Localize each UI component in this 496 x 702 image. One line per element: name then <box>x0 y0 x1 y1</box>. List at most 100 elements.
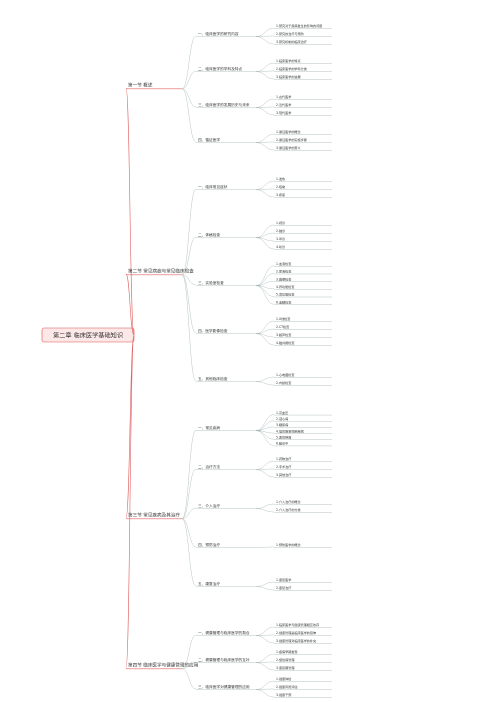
sub-item-label: 2.CT检查 <box>276 324 289 329</box>
item-sub-link <box>255 546 275 548</box>
sub-item-label: 1.古代医学 <box>276 94 291 99</box>
sub-item-label: 2.介入治疗的分类 <box>276 507 301 512</box>
sub-item-label: 2.内镜检查 <box>276 380 291 385</box>
sub-item-label: 2.临床医学的学科分类 <box>276 66 307 71</box>
item-label: 一、临床医学的研究内容 <box>198 31 239 36</box>
item-sub-link <box>255 142 275 151</box>
section-item-link <box>181 70 197 89</box>
item-sub-link <box>255 141 275 143</box>
item-sub-link <box>255 680 275 690</box>
item-label: 四、循证医学 <box>198 137 220 142</box>
section-item-link <box>181 274 197 334</box>
section-item-link <box>181 518 197 548</box>
section-item-link <box>181 236 197 275</box>
item-sub-link <box>255 661 275 663</box>
item-sub-link <box>255 635 275 644</box>
sub-item-label: 1.疾病早期发现 <box>276 649 298 654</box>
root-section-link <box>125 334 135 669</box>
item-sub-link <box>255 333 275 346</box>
sub-item-label: 5.恶性肿瘤 <box>276 434 291 439</box>
item-sub-link <box>255 224 275 238</box>
item-sub-link <box>255 689 275 698</box>
section-label: 第三节 常见疾病及其治疗 <box>128 512 180 519</box>
sub-item-label: 1.高血压 <box>276 410 288 415</box>
sub-item-label: 3.疼痛 <box>276 192 285 197</box>
item-label: 一、常见疾病 <box>198 425 220 430</box>
sub-item-label: 6.脑卒中 <box>276 441 288 446</box>
item-sub-link <box>255 237 275 250</box>
item-sub-link <box>255 106 275 108</box>
sub-item-label: 2.手术治疗 <box>276 464 291 469</box>
section-item-link <box>181 507 197 519</box>
item-label: 三、临床医学对健康管理的应用 <box>198 684 250 689</box>
section-item-link <box>181 668 197 690</box>
sub-item-label: 3.粪便检查 <box>276 276 291 281</box>
section-item-link <box>181 468 197 519</box>
item-sub-link <box>255 62 275 72</box>
root-section-link <box>125 334 135 519</box>
sub-item-label: 4.听诊 <box>276 244 286 249</box>
sub-item-label: 5.肾功能检查 <box>276 292 294 297</box>
item-sub-link <box>255 133 275 143</box>
item-label: 五、康复治疗 <box>198 581 220 586</box>
item-sub-link <box>255 581 275 587</box>
sub-item-label: 1.研究对于疾病发生的影响的问题 <box>276 23 322 28</box>
sub-item-label: 2.研究的治疗与预防 <box>276 31 304 36</box>
item-label: 一、健康管理与临床医学的契合 <box>198 630 250 635</box>
sub-item-label: 4.慢性阻塞性肺疾病 <box>276 428 304 433</box>
section-label: 第一节 概述 <box>128 82 153 89</box>
section-label: 第四节 临床医学与健康管理的应用 <box>128 662 199 669</box>
sub-item-label: 2.冠心病 <box>276 416 288 421</box>
sub-item-label: 3.循证医学的意义 <box>276 145 301 150</box>
sub-item-label: 1.临床医学的特点 <box>276 58 301 63</box>
item-sub-link <box>255 430 275 446</box>
sub-item-label: 1.临床医学与健康管理相互依存 <box>276 622 319 627</box>
item-sub-link <box>255 381 275 386</box>
item-label: 四、预防治疗 <box>198 542 220 547</box>
sub-item-label: 1.发热 <box>276 176 285 181</box>
item-sub-link <box>255 420 275 431</box>
item-sub-link <box>255 180 275 190</box>
item-sub-link <box>255 469 275 478</box>
section-label: 第二节 常见病症与常见临床检查 <box>128 268 194 275</box>
section-item-link <box>181 88 197 108</box>
section-item-link <box>181 188 197 275</box>
item-sub-link <box>255 414 275 431</box>
item-sub-link <box>255 468 275 470</box>
sub-item-label: 3.健康干预 <box>276 692 291 697</box>
sub-item-label: 2.触诊 <box>276 228 286 233</box>
item-label: 一、临床常见症状 <box>198 184 228 189</box>
sub-item-label: 2.健康风险评估 <box>276 684 298 689</box>
item-sub-link <box>255 232 275 238</box>
section-item-link <box>181 429 197 519</box>
sub-item-label: 3.健康管理对临床医学的补充 <box>276 638 316 643</box>
item-label: 三、实验室检查 <box>198 280 224 285</box>
item-sub-link <box>255 662 275 671</box>
item-sub-link <box>255 265 275 286</box>
sub-item-label: 2.近代医学 <box>276 102 291 107</box>
item-sub-link <box>255 653 275 663</box>
item-label: 二、临床医学的学科及特点 <box>198 66 243 71</box>
section-item-link <box>181 35 197 89</box>
sub-item-label: 3.现代医学 <box>276 110 291 115</box>
item-sub-link <box>255 634 275 636</box>
item-label: 三、介入治疗 <box>198 503 220 508</box>
sub-item-label: 1.预防医学的概念 <box>276 542 301 547</box>
sub-item-label: 3.研究机制的临床治疗 <box>276 39 307 44</box>
item-sub-link <box>255 107 275 116</box>
sub-item-label: 2.尿液检查 <box>276 269 291 274</box>
sub-item-label: 3.康复期管理 <box>276 665 294 670</box>
item-label: 四、医学影像检查 <box>198 328 228 333</box>
section-item-link <box>181 274 197 286</box>
sub-item-label: 1.血液检查 <box>276 261 291 266</box>
root-node: 第二章 临床医学基础知识 <box>53 332 123 340</box>
sub-item-label: 3.临床医学的进展 <box>276 74 301 79</box>
sub-item-label: 3.其他治疗 <box>276 472 291 477</box>
sub-item-label: 1.心电图检查 <box>276 372 294 377</box>
sub-item-label: 2.康复治疗 <box>276 585 291 590</box>
item-sub-link <box>255 189 275 198</box>
item-sub-link <box>255 36 275 45</box>
root-section-link <box>125 273 135 336</box>
sub-item-label: 1.药物治疗 <box>276 456 291 461</box>
